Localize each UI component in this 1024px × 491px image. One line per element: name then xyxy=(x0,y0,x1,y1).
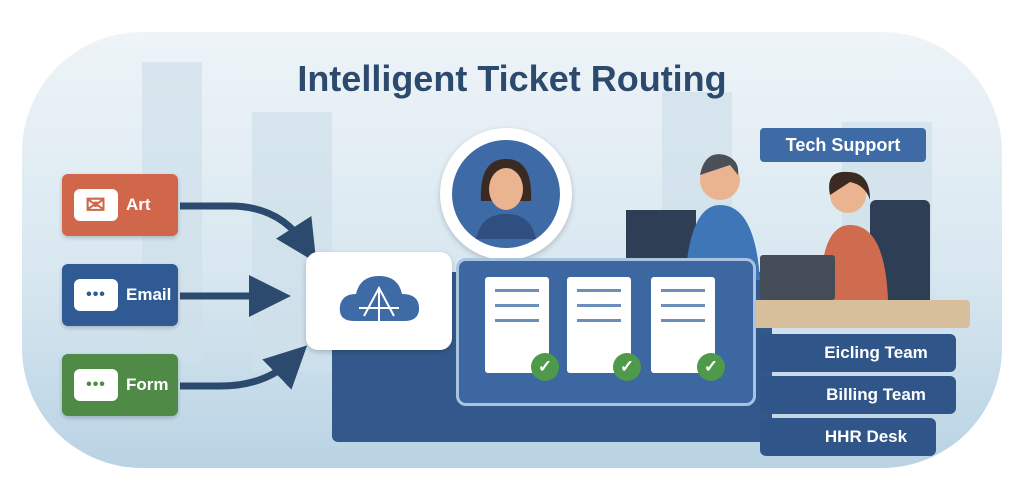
cloud-network-icon xyxy=(339,276,420,321)
source-label: Art xyxy=(126,195,151,214)
ticket-document: ✓ xyxy=(651,277,725,381)
team-billing[interactable]: Billing Team xyxy=(760,376,956,414)
ticket-document: ✓ xyxy=(567,277,641,381)
ticket-document: ✓ xyxy=(485,277,559,381)
source-label: Email xyxy=(126,285,172,304)
ticket-tray: ✓ ✓ ✓ xyxy=(456,258,756,406)
customer-avatar xyxy=(440,128,572,260)
page-title: Intelligent Ticket Routing xyxy=(297,58,727,99)
team-eicling[interactable]: Eicling Team xyxy=(760,334,956,372)
routing-hub xyxy=(306,252,452,350)
source-email[interactable]: ••• Email xyxy=(62,264,178,326)
check-icon: ✓ xyxy=(531,353,559,381)
arrow-art xyxy=(180,202,317,263)
arrow-form xyxy=(180,345,308,390)
check-icon: ✓ xyxy=(697,353,725,381)
source-art[interactable]: ✉ Art xyxy=(62,174,178,236)
chat-bubble-icon: ••• xyxy=(74,279,118,311)
chat-bubble-icon: ••• xyxy=(74,369,118,401)
tech-support-bubble: Tech Support xyxy=(760,128,926,162)
source-label: Form xyxy=(126,375,169,394)
source-form[interactable]: ••• Form xyxy=(62,354,178,416)
envelope-icon: ✉ xyxy=(74,189,118,221)
person-icon xyxy=(452,140,560,248)
team-hhr-desk[interactable]: HHR Desk xyxy=(760,418,936,456)
check-icon: ✓ xyxy=(613,353,641,381)
